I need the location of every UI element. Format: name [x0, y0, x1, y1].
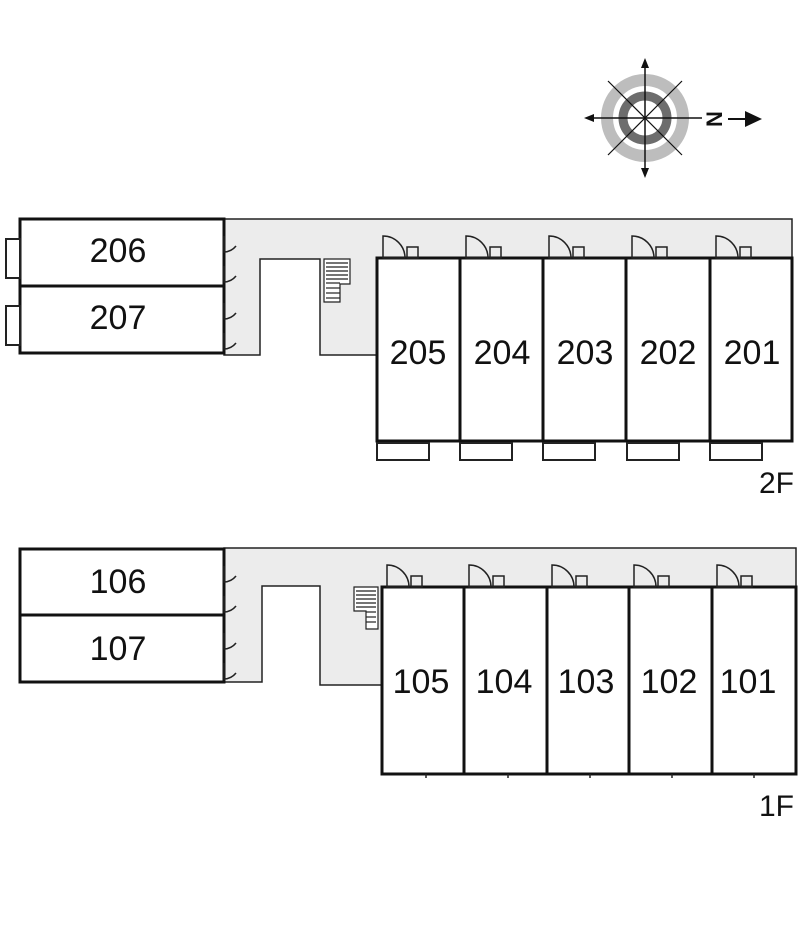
room-number-label: 204 — [474, 334, 531, 372]
room-number-label: 107 — [90, 630, 147, 668]
room-203: 203 — [541, 256, 628, 443]
door-swings-left-2f — [223, 236, 237, 350]
room-number-label: 105 — [393, 663, 450, 701]
side-balcony-207 — [5, 305, 21, 346]
room-107: 107 — [18, 613, 226, 684]
north-arrow-icon — [745, 111, 762, 127]
room-101: 101 — [710, 585, 798, 776]
door-swings-1f — [386, 564, 753, 588]
room-205: 205 — [375, 256, 462, 443]
bottom-ticks-1f — [425, 774, 755, 778]
room-206: 206 — [18, 217, 226, 288]
room-number-label: 104 — [476, 663, 533, 701]
room-number-label: 206 — [90, 232, 147, 270]
room-number-label: 102 — [641, 663, 698, 701]
stairs-1f — [353, 586, 379, 630]
room-number-label: 203 — [557, 334, 614, 372]
compass-diag-2 — [607, 80, 683, 156]
room-number-label: 207 — [90, 299, 147, 337]
floor-2f: 206 207 205 204 203 202 — [5, 217, 794, 500]
room-207: 207 — [18, 284, 226, 355]
room-201: 201 — [708, 256, 794, 443]
room-number-label: 202 — [640, 334, 697, 372]
compass-north-letter: N — [702, 111, 727, 127]
corridor-1f — [223, 547, 797, 686]
room-104: 104 — [462, 585, 549, 776]
floor-label-2f: 2F — [759, 467, 794, 500]
room-202: 202 — [624, 256, 712, 443]
door-swings-left-1f — [223, 566, 237, 680]
room-number-label: 106 — [90, 563, 147, 601]
corridor-2f — [223, 218, 793, 356]
room-number-label: 103 — [558, 663, 615, 701]
room-number-label: 205 — [390, 334, 447, 372]
room-105: 105 — [380, 585, 466, 776]
room-204: 204 — [458, 256, 545, 443]
room-103: 103 — [545, 585, 631, 776]
room-number-label: 101 — [720, 663, 777, 701]
floor-label-1f: 1F — [759, 790, 794, 823]
compass-tip-top — [641, 58, 649, 68]
compass-tip-bottom — [641, 168, 649, 178]
compass: N — [584, 58, 762, 178]
room-102: 102 — [627, 585, 714, 776]
stairs-2f — [323, 258, 351, 303]
compass-tip-left — [584, 114, 594, 122]
door-swings-2f — [382, 235, 752, 259]
side-balcony-206 — [5, 238, 21, 279]
compass-north-letter-group: N — [702, 111, 727, 127]
floor-1f: 106 107 105 104 103 102 — [18, 547, 798, 823]
balconies-2f — [376, 442, 763, 461]
room-number-label: 201 — [724, 334, 781, 372]
room-106: 106 — [18, 547, 226, 617]
